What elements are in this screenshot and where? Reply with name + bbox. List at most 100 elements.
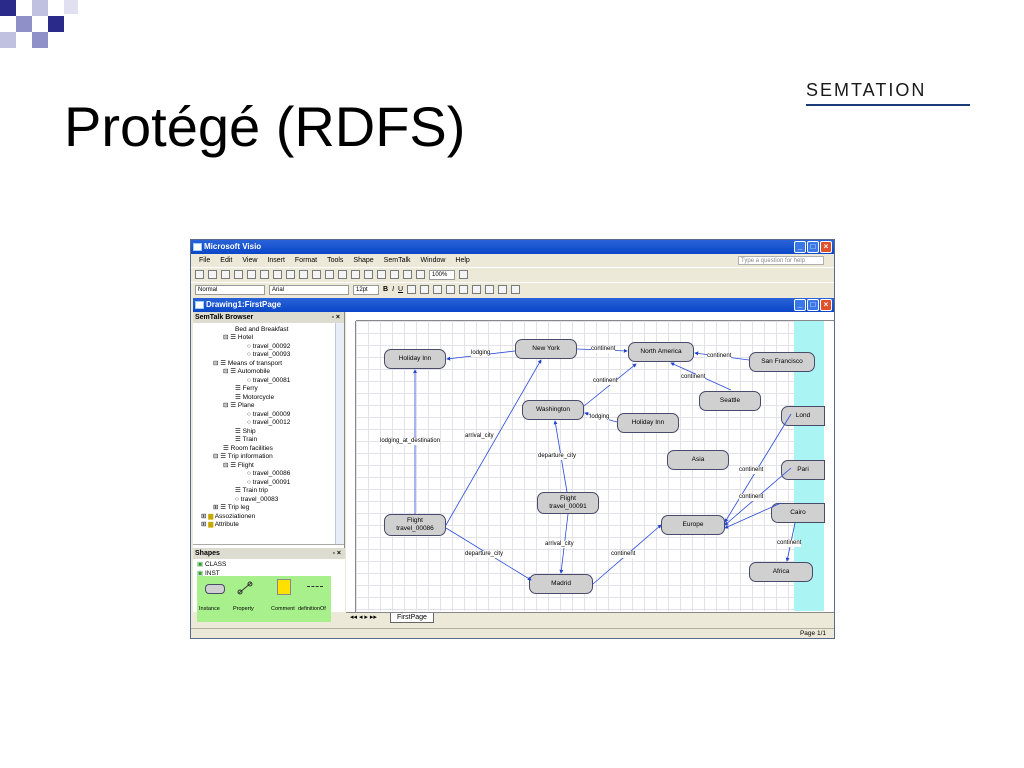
browser-scrollbar[interactable] [335, 323, 344, 544]
node-san-francisco[interactable]: San Francisco [749, 352, 815, 372]
spelling-icon[interactable] [260, 270, 269, 279]
node-flight-travel-00091[interactable]: Flight travel_00091 [537, 492, 599, 514]
align-right-icon[interactable] [433, 285, 443, 294]
menu-semtalk[interactable]: SemTalk [383, 257, 411, 264]
new-icon[interactable] [195, 270, 204, 279]
shapes-icon[interactable] [338, 270, 347, 279]
pointer-icon[interactable] [351, 270, 360, 279]
menu-edit[interactable]: Edit [220, 257, 233, 264]
node-washington[interactable]: Washington [522, 400, 584, 420]
node-madrid[interactable]: Madrid [529, 574, 593, 594]
tree-item[interactable]: ⊟ ☰ Plane [223, 402, 255, 409]
stencil-inst[interactable]: ▣ INST [197, 570, 220, 577]
text-icon[interactable] [377, 270, 386, 279]
node-new-york[interactable]: New York [515, 339, 577, 359]
menu-view[interactable]: View [242, 257, 258, 264]
tree-item[interactable]: Bed and Breakfast [235, 326, 289, 333]
menu-tools[interactable]: Tools [327, 257, 344, 264]
font-color-icon[interactable] [446, 285, 456, 294]
connector-icon[interactable] [364, 270, 373, 279]
underline-button[interactable]: U [398, 286, 404, 293]
tree-item[interactable]: ☰ Room facilities [223, 445, 273, 452]
node-asia[interactable]: Asia [667, 450, 729, 470]
shapes-close-icon[interactable]: ▫ × [332, 550, 341, 557]
copy-icon[interactable] [286, 270, 295, 279]
align-left-icon[interactable] [407, 285, 417, 294]
line-pattern-icon[interactable] [498, 285, 508, 294]
open-icon[interactable] [208, 270, 217, 279]
fill-color-icon[interactable] [472, 285, 482, 294]
bold-button[interactable]: B [383, 286, 389, 293]
line-icon[interactable] [403, 270, 412, 279]
node-london[interactable]: Lond [781, 406, 825, 426]
menu-window[interactable]: Window [420, 257, 446, 264]
tree-item[interactable]: ⊟ ☰ Flight [223, 462, 254, 469]
tree-item[interactable]: ○ travel_00081 [247, 377, 291, 384]
tree-item[interactable]: ○ travel_00093 [247, 351, 291, 358]
line-weight-icon[interactable] [485, 285, 495, 294]
node-africa[interactable]: Africa [749, 562, 813, 582]
italic-button[interactable]: I [392, 286, 395, 293]
drawing-grid[interactable] [356, 321, 824, 611]
tree-item[interactable]: ○ travel_00009 [247, 411, 291, 418]
zoom-select[interactable]: 100% [429, 269, 455, 280]
drawing-close-button[interactable]: × [820, 299, 832, 311]
node-north-america[interactable]: North America [628, 342, 694, 362]
tree-item[interactable]: ⊞ ▆ Attribute [201, 521, 239, 528]
redo-icon[interactable] [325, 270, 334, 279]
tree-item[interactable]: ⊞ ▆ Assoziationen [201, 513, 256, 520]
page-nav-icons[interactable]: ◂◂ ◂ ▸ ▸▸ [350, 614, 377, 621]
rectangle-icon[interactable] [390, 270, 399, 279]
comment-master-icon[interactable] [277, 579, 291, 595]
stencil-class[interactable]: ▣ CLASS [197, 561, 227, 568]
definitionof-master-icon[interactable] [307, 586, 323, 587]
undo-icon[interactable] [312, 270, 321, 279]
tree-item[interactable]: ☰ Train [235, 436, 258, 443]
tree-item[interactable]: ○ travel_00091 [247, 479, 291, 486]
tree-item[interactable]: ○ travel_00012 [247, 419, 291, 426]
tree-item[interactable]: ☰ Motorcycle [235, 394, 275, 401]
font-size-select[interactable]: 12pt [353, 284, 379, 295]
help-search-input[interactable]: Type a question for help [738, 256, 824, 265]
font-select[interactable]: Arial [269, 284, 349, 295]
menu-help[interactable]: Help [455, 257, 470, 264]
drawing-minimize-button[interactable]: _ [794, 299, 806, 311]
node-seattle[interactable]: Seattle [699, 391, 761, 411]
close-button[interactable]: × [820, 241, 832, 253]
tree-item[interactable]: ☰ Ship [235, 428, 256, 435]
line-color-icon[interactable] [459, 285, 469, 294]
preview-icon[interactable] [247, 270, 256, 279]
print-icon[interactable] [234, 270, 243, 279]
property-master-icon[interactable] [237, 581, 253, 595]
paste-icon[interactable] [299, 270, 308, 279]
save-icon[interactable] [221, 270, 230, 279]
node-paris[interactable]: Pari [781, 460, 825, 480]
tree-item[interactable]: ○ travel_00083 [235, 496, 279, 503]
menu-format[interactable]: Format [294, 257, 318, 264]
node-holiday-inn[interactable]: Holiday Inn [384, 349, 446, 369]
drawing-maximize-button[interactable]: □ [807, 299, 819, 311]
tree-item[interactable]: ☰ Ferry [235, 385, 258, 392]
node-cairo[interactable]: Cairo [771, 503, 825, 523]
menu-file[interactable]: File [199, 257, 211, 264]
line-ends-icon[interactable] [511, 285, 521, 294]
node-holiday-inn[interactable]: Holiday Inn [617, 413, 679, 433]
instance-master-icon[interactable] [205, 584, 225, 594]
cut-icon[interactable] [273, 270, 282, 279]
rotate-icon[interactable] [416, 270, 425, 279]
tree-item[interactable]: ⊟ ☰ Trip information [213, 453, 273, 460]
tree-item[interactable]: ○ travel_00092 [247, 343, 291, 350]
tree-item[interactable]: ⊟ ☰ Hotel [223, 334, 254, 341]
browser-close-icon[interactable]: ▫ × [331, 314, 340, 321]
tree-item[interactable]: ⊞ ☰ Trip leg [213, 504, 250, 511]
tree-item[interactable]: ⊟ ☰ Means of transport [213, 360, 283, 367]
style-select[interactable]: Normal [195, 284, 265, 295]
menu-shape[interactable]: Shape [353, 257, 374, 264]
align-center-icon[interactable] [420, 285, 430, 294]
minimize-button[interactable]: _ [794, 241, 806, 253]
menu-insert[interactable]: Insert [267, 257, 285, 264]
tree-item[interactable]: ○ travel_00086 [247, 470, 291, 477]
tree-item[interactable]: ⊟ ☰ Automobile [223, 368, 271, 375]
help-icon[interactable] [459, 270, 468, 279]
tab-firstpage[interactable]: FirstPage [390, 613, 434, 623]
